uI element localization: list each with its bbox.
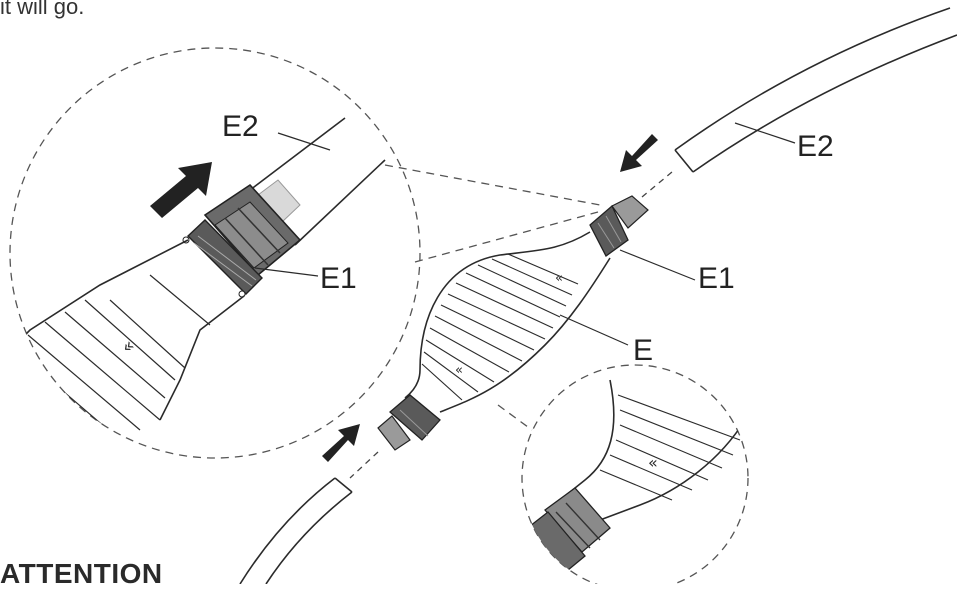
bulb-zoom: « [14, 239, 245, 441]
svg-text:«: « [455, 363, 463, 378]
svg-text:«: « [555, 271, 563, 286]
push-arrow-bottom [322, 424, 360, 462]
label-e1-right: E1 [698, 262, 735, 295]
svg-text:«: « [648, 453, 658, 472]
instruction-text-fragment: it will go. [0, 0, 85, 19]
push-arrow-zoom [150, 162, 212, 218]
fitting-bottom [377, 394, 441, 451]
zoom-detail-bottom: « [497, 364, 749, 584]
hose-e2-left [239, 477, 353, 584]
label-e2-zoom: E2 [222, 110, 259, 143]
fitting-e1-right [589, 195, 696, 281]
push-arrow-top [620, 134, 658, 172]
zoom-detail-left: « [9, 47, 601, 459]
fitting-e1-zoom [182, 183, 302, 298]
primer-bulb-e: « « [404, 231, 629, 413]
label-e1-zoom: E1 [320, 262, 357, 295]
main-assembly: « « [239, 7, 957, 584]
svg-text:«: « [117, 335, 139, 358]
label-e2-right: E2 [797, 130, 834, 163]
label-e-bulb: E [633, 334, 654, 367]
hose-e2-right [674, 7, 957, 173]
